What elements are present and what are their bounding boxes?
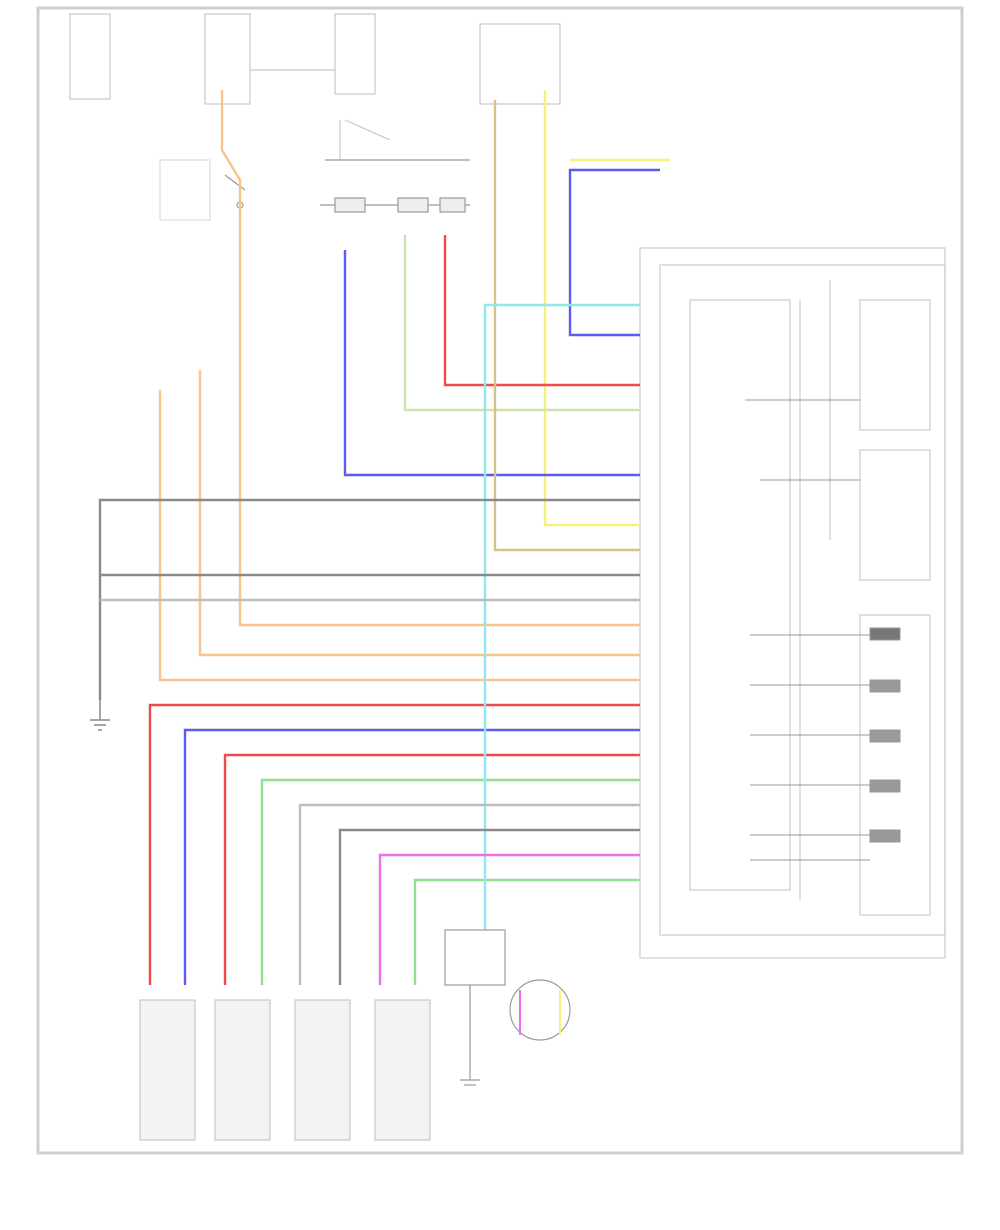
fuse-block-2 xyxy=(204,13,251,105)
sensor-group xyxy=(139,999,431,1141)
wire-black-1 xyxy=(98,498,640,700)
wire-light-green-1 xyxy=(403,235,640,412)
wire-gray-2 xyxy=(298,803,640,985)
driver-outputs xyxy=(745,399,901,861)
wire-blue-2 xyxy=(343,250,640,477)
sensor-3 xyxy=(294,999,351,1141)
diagram-frame xyxy=(36,6,964,1155)
wire-red-1 xyxy=(443,235,640,387)
sensor-1 xyxy=(139,999,196,1141)
sensor-2 xyxy=(214,999,271,1141)
fuse-block-1 xyxy=(69,13,111,100)
driver-box xyxy=(859,614,931,916)
relay-box-upper xyxy=(859,299,931,431)
fuse-block-3 xyxy=(334,13,376,95)
wire-blue-1 xyxy=(568,168,660,337)
wire-orange-2 xyxy=(198,370,640,657)
wire-red-3 xyxy=(223,753,640,985)
wire-orange-1 xyxy=(220,90,640,627)
wire-cyan-1 xyxy=(483,303,640,930)
relay-box-lower xyxy=(859,449,931,581)
control-module-outer xyxy=(639,247,946,959)
wire-harness xyxy=(98,90,670,985)
diode-2 xyxy=(397,197,429,213)
bottom-switch xyxy=(444,929,571,1086)
top-connector-group xyxy=(69,13,561,160)
wire-green-1 xyxy=(260,778,640,985)
control-module xyxy=(639,247,946,959)
control-module-mid xyxy=(659,264,946,936)
diode-group xyxy=(320,159,470,213)
wire-red-2 xyxy=(148,703,640,985)
wire-yellow-1 xyxy=(543,90,640,527)
ground-left xyxy=(90,700,110,731)
wire-green-2 xyxy=(413,878,640,985)
wire-magenta-1 xyxy=(378,853,640,985)
diode-1 xyxy=(334,197,366,213)
wire-tan-1 xyxy=(493,100,640,552)
wire-black-3 xyxy=(338,828,640,985)
diode-3 xyxy=(439,197,466,213)
control-module-inner xyxy=(689,299,791,891)
sensor-4 xyxy=(374,999,431,1141)
wire-blue-3 xyxy=(183,728,640,985)
wire-orange-3 xyxy=(158,390,640,682)
fuse-block-4 xyxy=(479,23,561,105)
